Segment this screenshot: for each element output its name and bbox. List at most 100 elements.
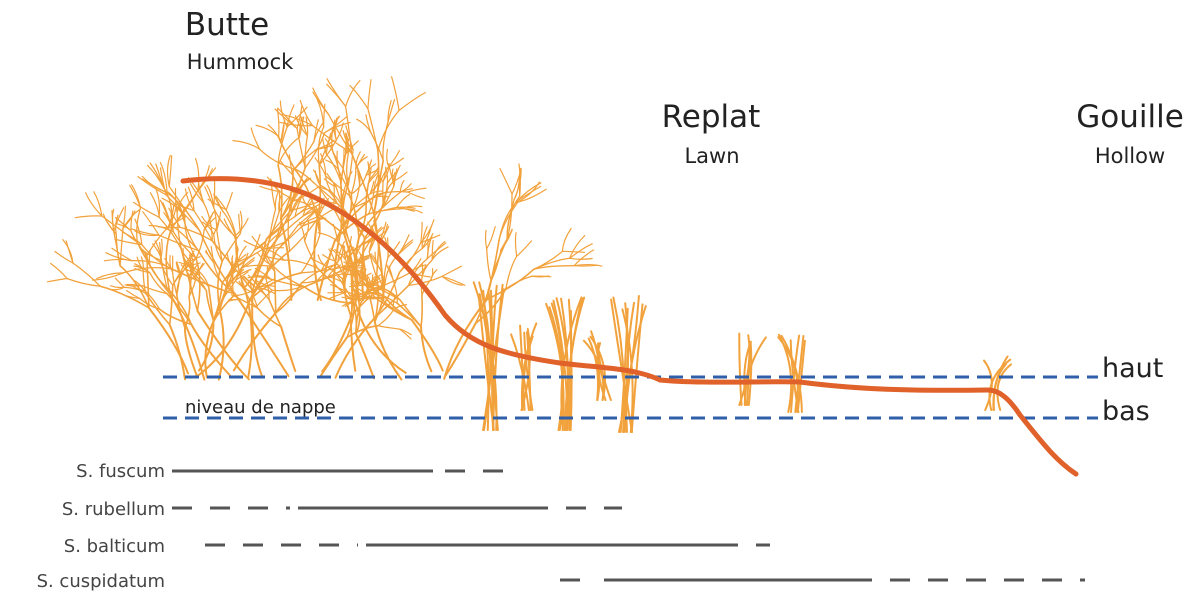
moss-branch [363,202,384,239]
moss-branch [119,227,124,267]
moss-branch [344,260,356,282]
moss-branch [296,105,303,129]
moss-branch [352,193,371,209]
zone-subtitle-lawn: Lawn [684,144,739,168]
moss-branch [344,105,353,154]
moss-branch [54,250,74,264]
moss-branch [198,229,236,295]
moss-branch [194,157,200,192]
moss-branch [74,215,103,219]
moss-branch [284,114,314,127]
moss-stem [482,288,505,431]
moss-branch [279,121,314,127]
moss-branch [561,227,572,252]
moss-branch [517,182,542,201]
moss-branch [350,168,357,195]
moss-branch [268,208,277,242]
moss-branch [320,153,327,177]
moss-branch [111,208,115,233]
moss-branch [506,198,515,240]
moss-branch [314,157,327,177]
moss-branch [301,276,329,284]
moss-branch [340,153,347,183]
moss-branch [367,79,372,110]
moss-branch [213,179,216,209]
moss-branch [215,196,224,213]
moss-branch [268,298,282,328]
moss-branch [407,259,433,287]
moss-branch [250,127,261,150]
moss-branch [291,174,306,204]
moss-branch [341,244,349,260]
moss-branch [383,256,389,287]
moss-branch [386,148,390,168]
moss-branch [517,185,542,201]
moss-branch [326,78,347,107]
moss-branch [221,232,242,263]
moss-branch [215,195,227,211]
moss-branch [373,320,403,381]
moss-branch [322,254,336,262]
moss-branch [328,248,336,262]
moss-branch [185,257,197,269]
moss-branch [407,191,425,199]
moss-branch [279,217,293,301]
moss-stem [520,328,531,411]
moss-branch [376,170,384,183]
moss-branch [376,191,409,196]
moss-branch [299,221,306,242]
moss-branch [141,285,168,295]
moss-branch [183,208,186,230]
moss-branch [96,272,124,280]
moss-branch [387,241,401,259]
moss-branch [144,289,161,310]
moss-branch [384,271,412,286]
zone-subtitle-hummock: Hummock [187,50,294,74]
moss-branch [272,265,305,287]
moss-branch [366,286,376,323]
moss-branch [374,251,379,267]
moss-branch [134,268,151,274]
moss-branch [342,167,351,197]
moss-branch [252,274,272,280]
moss-branch [365,178,371,205]
moss-branch [296,127,306,169]
moss-branch [174,188,178,214]
moss-branch [134,230,160,237]
moss-branch [114,277,125,288]
moss-branch [377,325,401,330]
moss-branch [191,274,208,292]
moss-stem [738,332,743,406]
moss-branch [189,183,205,204]
moss-branch [233,292,290,378]
moss-branch [134,218,143,246]
moss-stem [789,339,800,413]
moss-branch [365,163,377,176]
moss-branch [141,244,173,270]
moss-branch [359,253,373,264]
moss-branch [192,268,210,288]
moss-branch [388,157,404,168]
moss-stem [983,359,993,411]
moss-branch [350,273,353,287]
moss-branch [382,166,390,183]
moss-branch [392,304,408,312]
moss-branch [113,230,121,267]
moss-branch [158,308,193,326]
moss-branch [258,148,296,171]
moss-branch [321,263,338,271]
moss-branch [365,168,380,176]
moss-branch [369,190,383,195]
moss-branch [324,175,351,197]
moss-branch [121,231,143,246]
moss-branch [334,117,338,141]
moss-branch [261,254,285,261]
moss-stem [472,281,498,431]
moss-branch [171,191,198,229]
moss-branch [385,263,394,280]
moss-branch [517,188,547,203]
moss-branch [573,249,595,267]
moss-branch [223,218,236,238]
moss-branch [420,221,423,244]
